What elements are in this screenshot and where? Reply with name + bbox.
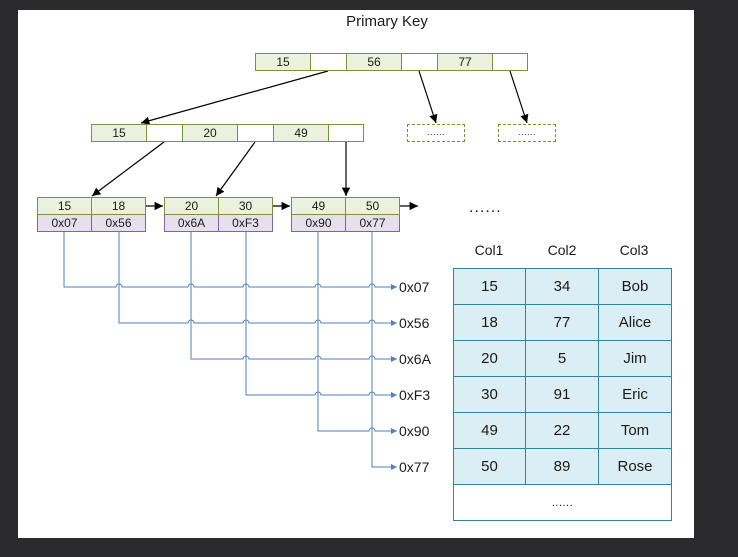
address-label: 0xF3 [399, 387, 431, 403]
table-footer-row: ...... [453, 484, 672, 521]
level2-pointer-cell [238, 125, 274, 141]
table-cell: 15 [453, 268, 526, 305]
level2-pointer-cell [329, 125, 363, 141]
leaf-key: 15 [38, 198, 92, 214]
leaf-key-row: 49 50 [291, 197, 400, 215]
root-pointer-cell [493, 54, 527, 70]
address-label: 0x56 [399, 315, 430, 331]
address-link-0x77 [371, 232, 397, 470]
table-cell: 18 [453, 304, 526, 341]
leaf-address: 0x6A [165, 215, 219, 231]
table-cell: 50 [453, 448, 526, 485]
address-label: 0x07 [399, 279, 430, 295]
level2-key: 20 [183, 125, 238, 141]
leaf-node: 49 50 0x90 0x77 [291, 197, 400, 232]
root-key: 56 [347, 54, 402, 70]
address-link-0x56 [118, 232, 397, 326]
level2-key: 15 [92, 125, 147, 141]
placeholder-node: ...... [498, 124, 556, 142]
address-label: 0x6A [399, 351, 431, 367]
level2-pointer-cell [147, 125, 183, 141]
table-cell: 49 [453, 412, 526, 449]
leaf-address: 0xF3 [232, 216, 259, 230]
address-link-0x90 [317, 232, 397, 434]
leaf-key: 20 [165, 198, 219, 214]
root-node: 15 56 77 [255, 53, 528, 71]
leaf-key: 50 [365, 199, 380, 213]
table-cell: 91 [525, 376, 599, 413]
placeholder-node: ...... [407, 124, 465, 142]
table-footer-ellipsis: ...... [453, 484, 672, 521]
address-label: 0x77 [399, 459, 430, 475]
leaf-key-row: 15 18 [37, 197, 146, 215]
column-header: Col1 [474, 242, 504, 258]
leaf-continuation-ellipsis: ...... [469, 199, 502, 216]
leaf-node: 15 18 0x07 0x56 [37, 197, 146, 232]
leaf-key: 49 [292, 198, 346, 214]
root-key: 77 [438, 54, 493, 70]
leaf-address: 0x77 [359, 216, 386, 230]
table-row: 50 89 Rose [453, 448, 672, 485]
level2-pointer-arrow-1 [91, 141, 165, 197]
root-key: 15 [256, 54, 311, 70]
leaf-key-row: 20 30 [164, 197, 273, 215]
table-cell: Eric [598, 376, 672, 413]
table-cell: 89 [525, 448, 599, 485]
table-row: 15 34 Bob [453, 268, 672, 305]
table-row: 30 91 Eric [453, 376, 672, 413]
table-cell: 20 [453, 340, 526, 377]
leaf-address: 0x56 [105, 216, 132, 230]
address-link-0xF3 [245, 232, 397, 398]
table-cell: Rose [598, 448, 672, 485]
table-row: 18 77 Alice [453, 304, 672, 341]
leaf-address-row: 0x07 0x56 [37, 215, 146, 232]
table-cell: 30 [453, 376, 526, 413]
address-link-0x07 [63, 232, 397, 290]
table-cell: Tom [598, 412, 672, 449]
leaf-node: 20 30 0x6A 0xF3 [164, 197, 273, 232]
leaf-address-row: 0x90 0x77 [291, 215, 400, 232]
table-cell: Bob [598, 268, 672, 305]
table-cell: 77 [525, 304, 599, 341]
leaf-key: 18 [111, 199, 126, 213]
root-pointer-arrow-2 [418, 70, 438, 124]
table-cell: 34 [525, 268, 599, 305]
level2-node: 15 20 49 [91, 124, 364, 142]
root-pointer-cell [402, 54, 438, 70]
table-cell: Jim [598, 340, 672, 377]
root-pointer-arrow-3 [509, 70, 529, 124]
table-cell: 5 [525, 340, 599, 377]
diagram-title: Primary Key [346, 13, 428, 30]
table-cell: 22 [525, 412, 599, 449]
table-row: 20 5 Jim [453, 340, 672, 377]
record-table: 15 34 Bob 18 77 Alice 20 5 Jim 30 91 Eri… [453, 268, 672, 521]
address-link-0x6A [190, 232, 397, 362]
leaf-address-row: 0x6A 0xF3 [164, 215, 273, 232]
column-header: Col3 [619, 242, 649, 258]
level2-key: 49 [274, 125, 329, 141]
root-pointer-cell [311, 54, 347, 70]
root-pointer-arrow-1 [140, 70, 329, 125]
leaf-key: 30 [238, 199, 253, 213]
table-cell: Alice [598, 304, 672, 341]
leaf-address: 0x07 [38, 215, 92, 231]
leaf-address: 0x90 [292, 215, 346, 231]
table-row: 49 22 Tom [453, 412, 672, 449]
column-header: Col2 [547, 242, 577, 258]
level2-pointer-arrow-2 [215, 141, 256, 197]
address-label: 0x90 [399, 423, 430, 439]
